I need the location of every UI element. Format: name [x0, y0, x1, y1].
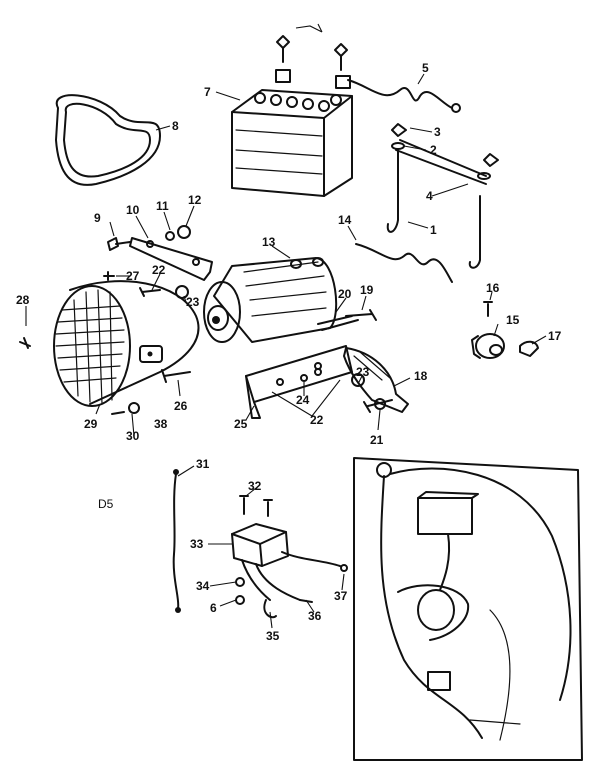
callout-33: 33: [190, 537, 204, 551]
callout-10: 10: [126, 203, 140, 217]
wire-35: [263, 599, 277, 619]
fan-belt: [55, 94, 161, 186]
battery-cable-5: [347, 79, 453, 109]
callout-22b: 22: [310, 413, 324, 427]
mounting-plate-25: [245, 345, 353, 419]
screw-16: [483, 301, 493, 317]
bolt-21-head: [374, 398, 386, 410]
callout-8: 8: [172, 119, 179, 133]
washer-23b: [351, 373, 365, 387]
bolt-9: [107, 237, 131, 251]
wiring-schematic-inset: [353, 457, 583, 761]
callout-17: 17: [548, 329, 562, 343]
bolt-22a: [139, 287, 161, 297]
callout-23a: 23: [186, 295, 200, 309]
adjusting-strap: [343, 347, 409, 413]
callout-16: 16: [486, 281, 500, 295]
callout-37: 37: [334, 589, 348, 603]
callout-15: 15: [506, 313, 520, 327]
callout-12: 12: [188, 193, 202, 207]
screws-32: [239, 495, 273, 517]
callout-3: 3: [434, 125, 441, 139]
callout-labels: 1 2 3 4 5 6 7 8 9 10 11 12 13 14 15 16 1…: [16, 61, 562, 643]
callout-30: 30: [126, 429, 140, 443]
nut-12: [177, 225, 191, 239]
callout-20: 20: [338, 287, 352, 301]
wire-36: [299, 599, 313, 603]
nuts-24: [300, 368, 322, 382]
bolt-21: [363, 399, 393, 413]
callout-24: 24: [296, 393, 310, 407]
bolt-26: [161, 369, 191, 383]
belt-guard: [53, 280, 200, 407]
callout-35: 35: [266, 629, 280, 643]
callout-32: 32: [248, 479, 262, 493]
battery-hold-down: [386, 123, 499, 269]
callout-28: 28: [16, 293, 30, 307]
washer-6: [235, 595, 245, 605]
regulator-leads: [241, 551, 341, 601]
callout-6: 6: [210, 601, 217, 615]
callout-9: 9: [94, 211, 101, 225]
callout-4: 4: [426, 189, 433, 203]
callout-13: 13: [262, 235, 276, 249]
ignition-switch: [471, 333, 505, 359]
washer-23a: [175, 285, 189, 299]
callout-2: 2: [430, 143, 437, 157]
battery-hardware: [276, 35, 348, 71]
leader-lines: [25, 73, 547, 629]
callout-11: 11: [156, 199, 169, 213]
callout-27: 27: [126, 269, 140, 283]
mounting-bracket-10: [129, 237, 213, 281]
wire-14: [355, 243, 453, 283]
wire-31: [172, 473, 180, 609]
bolt-19: [345, 309, 377, 321]
callout-31: 31: [196, 457, 210, 471]
battery: [231, 69, 353, 197]
callout-26: 26: [174, 399, 188, 413]
washer-38: [128, 402, 140, 414]
terminal-37: [340, 564, 348, 572]
callout-38: 38: [154, 417, 168, 431]
screw-28: [19, 337, 31, 349]
screw-30: [111, 411, 125, 415]
callout-34: 34: [196, 579, 210, 593]
callout-18: 18: [414, 369, 428, 383]
callout-21: 21: [370, 433, 384, 447]
nut-34: [235, 577, 245, 587]
callout-19: 19: [360, 283, 374, 297]
callout-7: 7: [204, 85, 211, 99]
callout-23b: 23: [356, 365, 370, 379]
callout-14: 14: [338, 213, 352, 227]
callout-1: 1: [430, 223, 437, 237]
callout-29: 29: [84, 417, 98, 431]
starter-generator: [203, 257, 359, 343]
callout-5: 5: [422, 61, 429, 75]
callout-25: 25: [234, 417, 248, 431]
ignition-key: [519, 340, 539, 357]
callout-22a: 22: [152, 263, 166, 277]
callout-36: 36: [308, 609, 322, 623]
figure-code: D5: [98, 497, 114, 511]
washer-11: [165, 231, 175, 241]
voltage-regulator: [231, 523, 289, 567]
screw-27: [103, 271, 115, 281]
